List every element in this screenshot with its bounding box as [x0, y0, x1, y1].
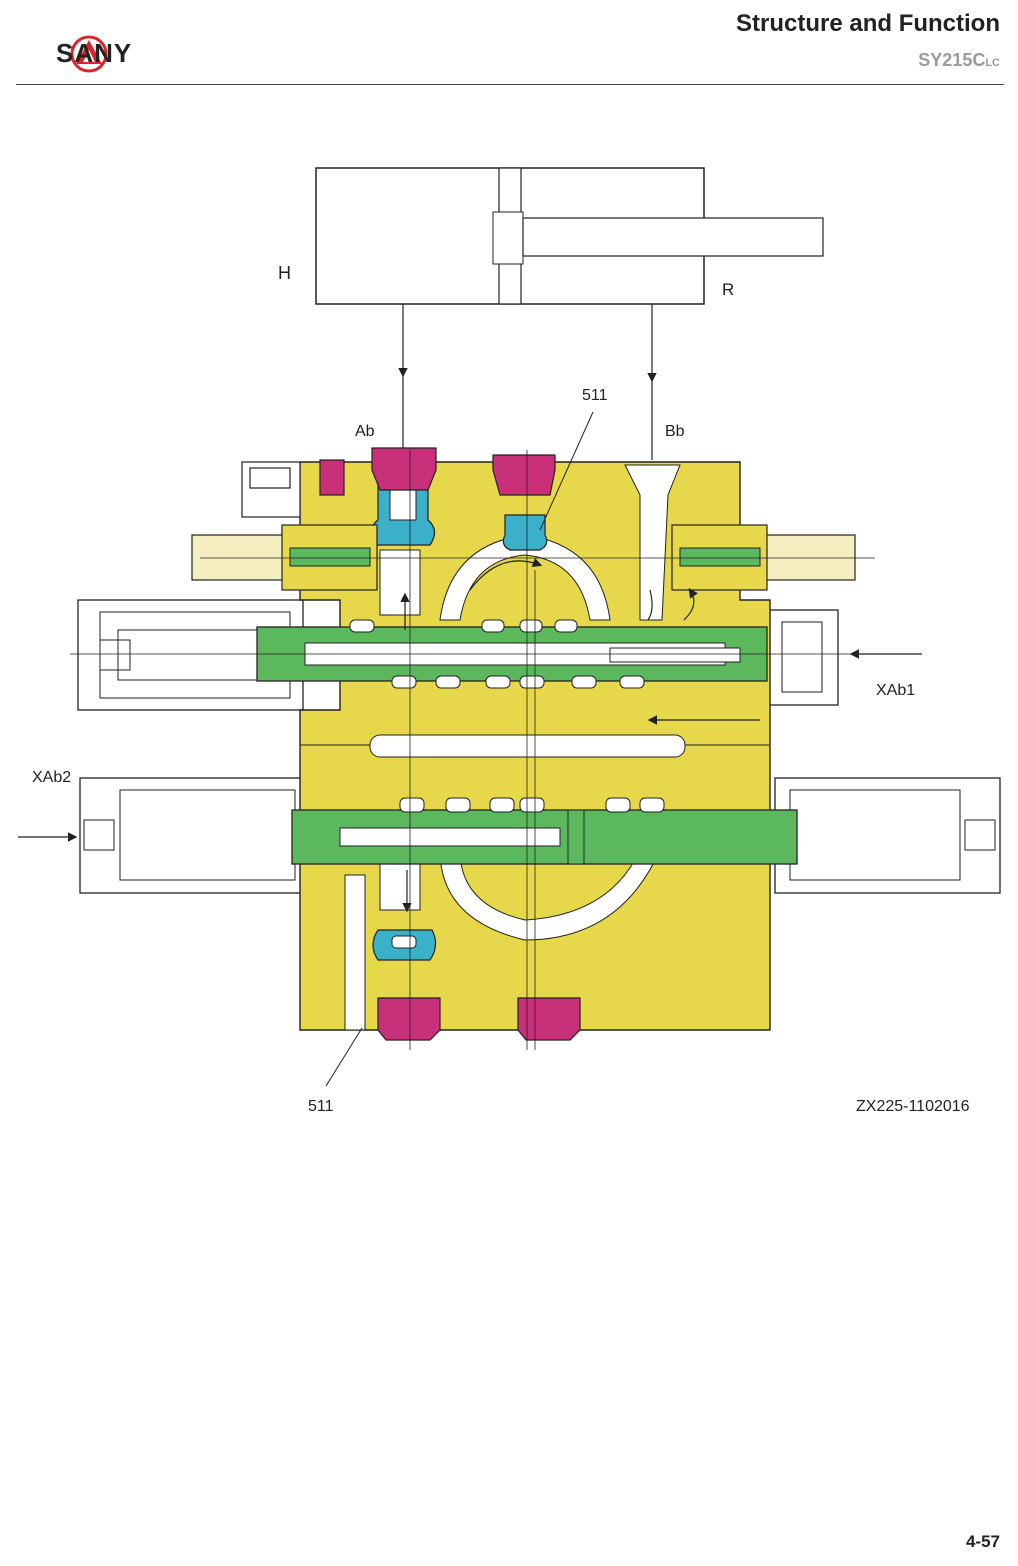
label-h: H [278, 263, 291, 283]
leader-511-bottom [325, 1027, 363, 1087]
spool-grooves [349, 619, 665, 813]
figure-code: ZX225-1102016 [856, 1098, 970, 1115]
left-upper-pilot-housing [77, 599, 304, 711]
label-xab1: XAb1 [876, 682, 915, 699]
label-bb: Bb [665, 423, 685, 440]
flow-arrows [400, 557, 760, 913]
section-title: Structure and Function [736, 10, 1000, 37]
right-lower-pilot-housing [774, 777, 1001, 894]
valve-section-diagram: H R 511 Ab Bb XAb1 XAb2 511 ZX225-110201… [18, 167, 1001, 1115]
model-main: SY215C [918, 50, 986, 70]
model-code: SY215CLC [918, 50, 1000, 71]
label-511-bottom: 511 [308, 1098, 334, 1115]
left-lower-pilot-housing [79, 777, 306, 894]
page-header: SANY Structure and Function SY215CLC [0, 0, 1018, 90]
label-xab2: XAb2 [32, 769, 71, 786]
internal-passages [344, 464, 686, 1031]
hydraulic-cylinder [315, 167, 824, 305]
brand-name: SANY [56, 38, 133, 68]
sany-logo-icon [70, 35, 108, 73]
label-r: R [722, 280, 734, 299]
model-suffix: LC [985, 57, 1000, 69]
leader-511-top [539, 411, 594, 531]
label-511-top: 511 [582, 387, 608, 404]
left-top-fitting [241, 461, 301, 518]
right-relief-valve [671, 524, 856, 591]
left-relief-valve [191, 524, 378, 591]
page-number: 4-57 [965, 1532, 1000, 1551]
label-ab: Ab [355, 423, 375, 440]
header-rule [16, 84, 1004, 85]
right-upper-pilot-housing [759, 609, 839, 706]
lower-spool [291, 809, 798, 865]
